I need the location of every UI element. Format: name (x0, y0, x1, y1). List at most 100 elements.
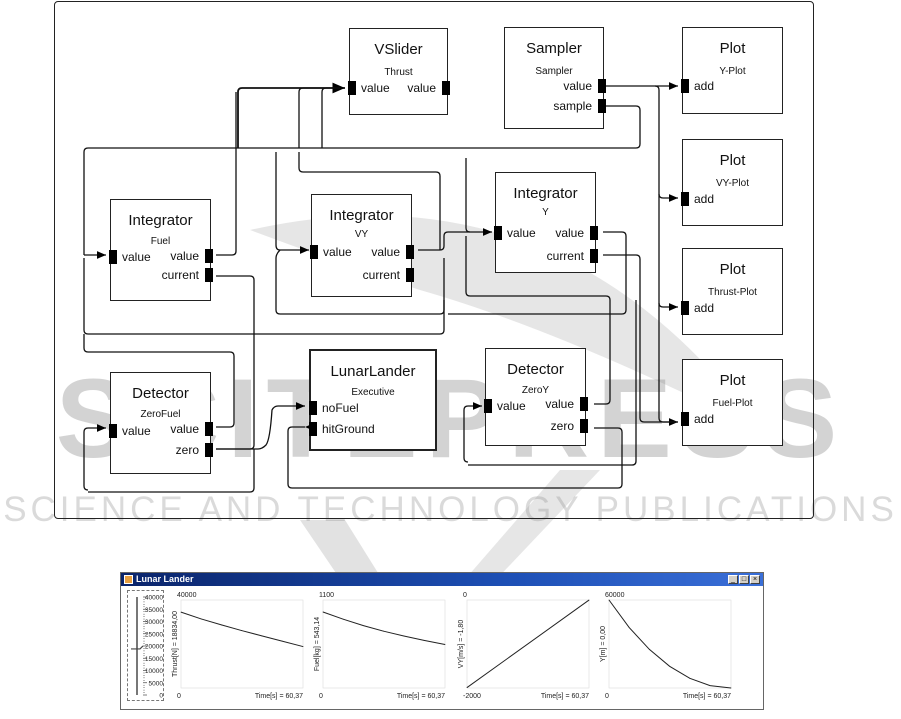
data-point (241, 630, 243, 631)
close-button[interactable]: × (750, 575, 760, 584)
block-type: VSlider (374, 41, 423, 58)
output-port-value[interactable] (580, 397, 588, 411)
port-label: value (323, 245, 352, 259)
data-point (709, 685, 711, 687)
y-axis-min-label: -2000 (463, 693, 481, 700)
block-type: Integrator (329, 207, 394, 224)
output-port-value[interactable] (406, 245, 414, 259)
y-axis-min-label: 0 (177, 693, 181, 700)
input-port-value[interactable] (310, 245, 318, 259)
input-port-value[interactable] (494, 226, 502, 240)
input-port-value[interactable] (109, 250, 117, 264)
block-integrator-fuel[interactable]: Integrator Fuel value value current (109, 199, 213, 301)
slider-tick-label: 30000 (145, 619, 163, 626)
port-label: noFuel (322, 401, 359, 415)
input-port-nofuel[interactable] (309, 401, 317, 415)
port-label: sample (553, 99, 592, 113)
input-port-value[interactable] (348, 81, 356, 95)
minimize-button[interactable]: _ (728, 575, 738, 584)
block-instance: Sampler (535, 66, 573, 77)
block-instance: Fuel (150, 236, 171, 247)
port-label: hitGround (322, 422, 375, 436)
input-port-add[interactable] (681, 301, 689, 315)
output-port-current[interactable] (406, 268, 414, 282)
data-point (588, 599, 590, 601)
window-titlebar[interactable]: Lunar Lander _ □ × (121, 573, 763, 586)
data-point (180, 611, 182, 613)
maximize-button[interactable]: □ (739, 575, 749, 584)
output-port-value[interactable] (205, 422, 213, 436)
output-port-value[interactable] (598, 79, 606, 93)
block-instance: ZeroY (521, 385, 550, 396)
data-point (669, 665, 671, 667)
output-port-current[interactable] (205, 268, 213, 282)
block-plot-y[interactable]: Plot Y-Plot add (681, 27, 783, 114)
data-point (200, 618, 202, 620)
block-plot-thrust[interactable]: Plot Thrust-Plot add (681, 248, 783, 335)
input-port-value[interactable] (109, 424, 117, 438)
y-axis-max-label: 1100 (319, 592, 334, 599)
block-integrator-vy[interactable]: Integrator VY value value current (310, 194, 414, 297)
output-port-value[interactable] (442, 81, 450, 95)
input-port-hitground[interactable] (309, 422, 317, 436)
block-plot-fuel[interactable]: Plot Fuel-Plot add (681, 359, 783, 446)
output-port-sample[interactable] (598, 99, 606, 113)
block-type: Plot (719, 261, 746, 278)
block-type: Plot (719, 152, 746, 169)
data-point (363, 625, 364, 626)
block-instance: Y (542, 207, 549, 218)
slider-tick-label: 15000 (145, 656, 163, 663)
input-port-add[interactable] (681, 192, 689, 206)
input-port-add[interactable] (681, 412, 689, 426)
input-port-add[interactable] (681, 79, 689, 93)
block-detector-zerofuel[interactable]: Detector ZeroFuel value value zero (109, 372, 213, 474)
port-label: value (361, 81, 390, 95)
data-point (649, 649, 650, 650)
block-type: Plot (719, 372, 746, 389)
port-label: value (545, 397, 574, 411)
block-type: Integrator (128, 212, 193, 229)
output-port-current[interactable] (590, 249, 598, 263)
block-detector-zeroy[interactable]: Detector ZeroY value value zero (484, 348, 588, 446)
slider-tick-label: 10000 (145, 668, 163, 675)
port-label: value (122, 250, 151, 264)
port-label: value (407, 81, 436, 95)
block-lunarlander-executive[interactable]: LunarLander Executive noFuel hitGround (309, 349, 437, 451)
window-title: Lunar Lander (136, 574, 194, 584)
block-sampler[interactable]: Sampler Sampler value sample (504, 27, 606, 129)
block-integrator-y[interactable]: Integrator Y value value current (494, 172, 598, 273)
block-instance: Thrust-Plot (708, 287, 757, 298)
slider-tick-label: 0 (159, 693, 163, 700)
data-point (403, 635, 405, 637)
output-port-value[interactable] (205, 249, 213, 263)
output-port-zero[interactable] (205, 443, 213, 457)
block-plot-vy[interactable]: Plot VY-Plot add (681, 139, 783, 226)
x-axis-label: Time[s] = 60,37 (541, 693, 589, 700)
port-label: add (694, 412, 715, 426)
slider-tick-label: 5000 (149, 680, 164, 687)
block-instance: Executive (351, 387, 395, 398)
slider-thumb[interactable] (131, 645, 144, 650)
block-vslider-thrust[interactable]: VSlider Thrust value value (348, 28, 450, 115)
output-port-value[interactable] (590, 226, 598, 240)
y-axis-max-label: 60000 (605, 592, 625, 599)
block-instance: Thrust (384, 67, 413, 78)
input-port-value[interactable] (484, 399, 492, 413)
block-instance: Y-Plot (719, 66, 746, 77)
output-port-zero[interactable] (580, 419, 588, 433)
data-point (322, 611, 324, 613)
y-axis-max-label: 0 (463, 592, 467, 599)
slider-tick-label: 20000 (145, 644, 163, 651)
data-point (423, 640, 425, 641)
y-axis-label: Fuel[kg] = 543,14 (314, 617, 321, 671)
data-point (302, 646, 304, 647)
data-point (730, 687, 732, 689)
plot-area (322, 599, 446, 689)
block-type: Plot (719, 40, 746, 57)
slider-tick-label: 40000 (145, 595, 163, 602)
port-label: current (161, 268, 199, 282)
port-label: value (170, 249, 199, 263)
